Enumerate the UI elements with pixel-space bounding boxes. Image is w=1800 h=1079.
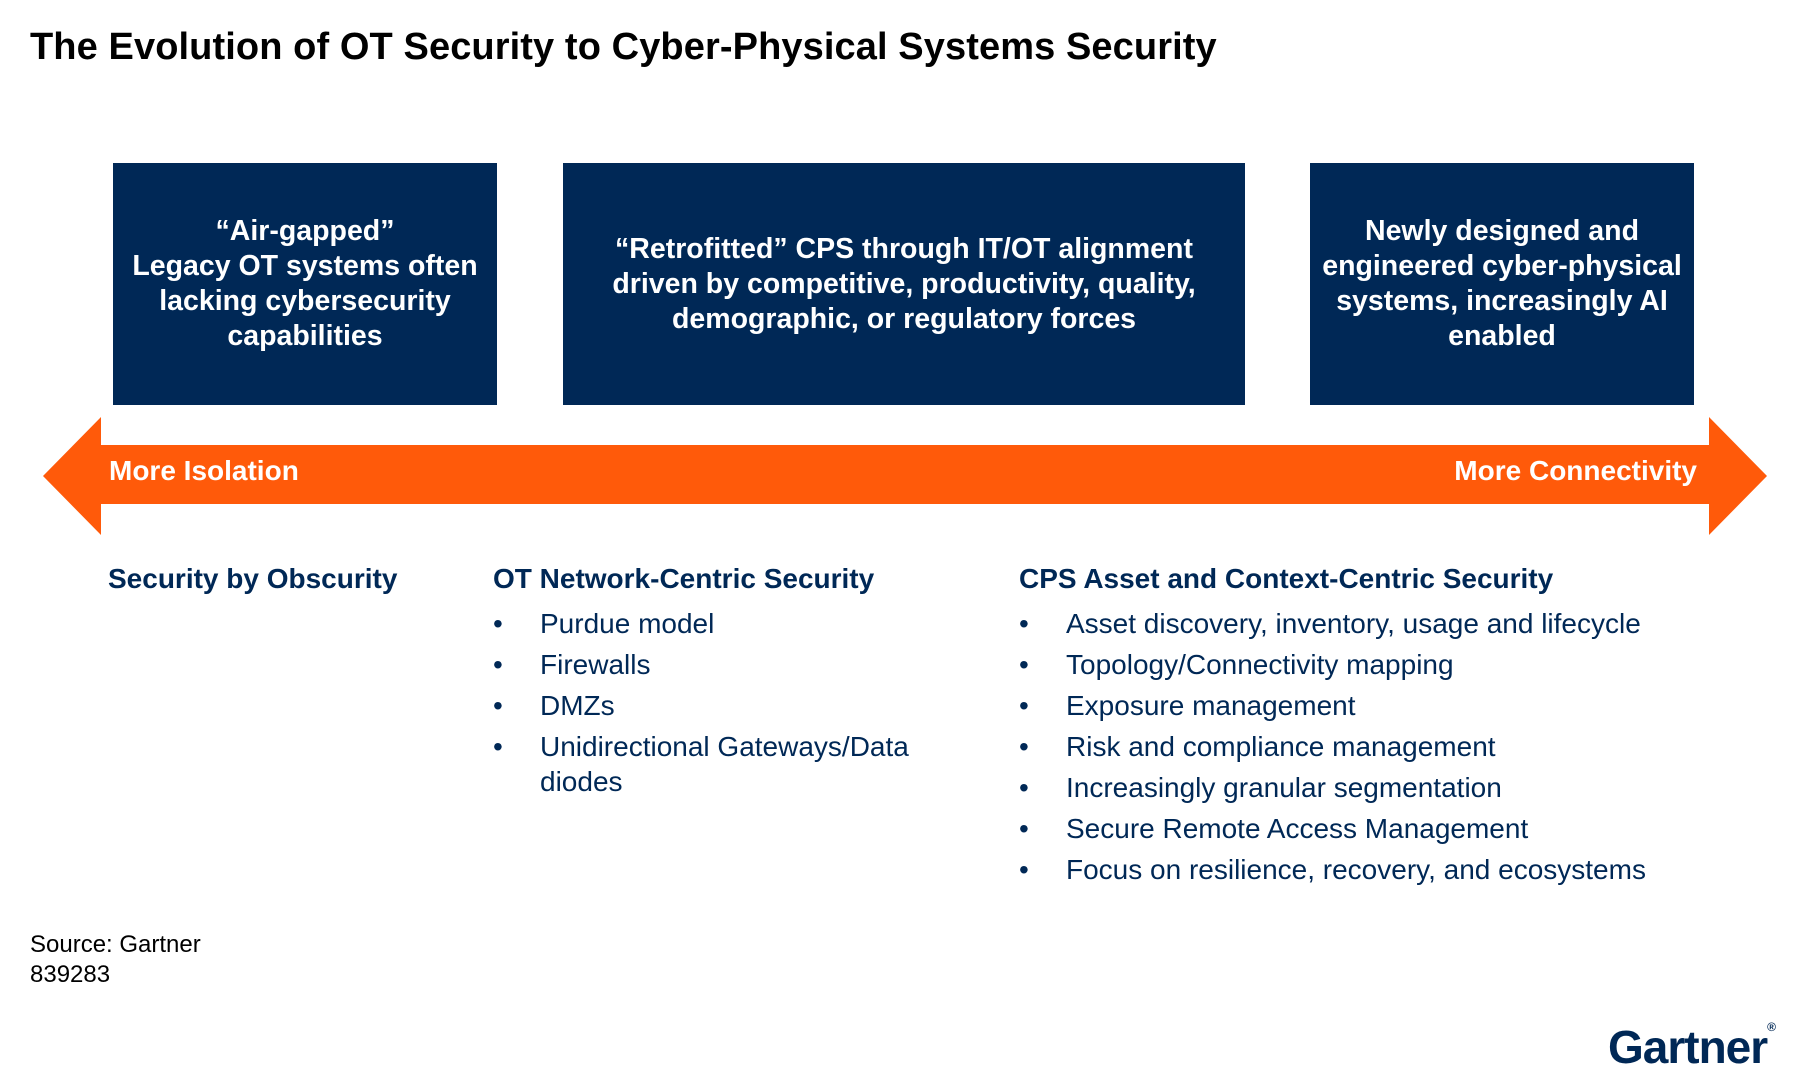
list-item: • Purdue model [493,606,973,641]
bullet-icon: • [493,649,503,680]
bullet-icon: • [1019,690,1029,721]
bullet-icon: • [493,690,503,721]
asset-context-centric-list: • Asset discovery, inventory, usage and l… [1019,606,1759,893]
bullet-icon: • [493,731,503,762]
list-item: • Focus on resilience, recovery, and ecos… [1019,852,1759,887]
list-item-text: Unidirectional Gateways/Data diodes [540,731,909,797]
bullet-icon: • [1019,813,1029,844]
list-item-text: Exposure management [1066,690,1356,721]
list-item: • Secure Remote Access Management [1019,811,1759,846]
list-item-text: Asset discovery, inventory, usage and li… [1066,608,1641,639]
logo-text: Gartner [1608,1021,1768,1073]
list-item-text: DMZs [540,690,615,721]
list-item: • Risk and compliance management [1019,729,1759,764]
bullet-icon: • [1019,649,1029,680]
bullet-icon: • [1019,772,1029,803]
list-item: • Asset discovery, inventory, usage and l… [1019,606,1759,641]
more-isolation-label: More Isolation [109,455,299,486]
bullet-icon: • [1019,608,1029,639]
bullet-icon: • [1019,854,1029,885]
list-item: • Unidirectional Gateways/Data diodes [493,729,973,799]
bullet-icon: • [1019,731,1029,762]
document-id: 839283 [30,961,111,988]
list-item: • Exposure management [1019,688,1759,723]
list-item: • DMZs [493,688,973,723]
list-item: • Increasingly granular segmentation [1019,770,1759,805]
stage-box-retrofitted: “Retrofitted” CPS through IT/OT alignmen… [563,163,1245,405]
more-connectivity-label: More Connectivity [1454,455,1697,486]
list-item-text: Increasingly granular segmentation [1066,772,1502,803]
gartner-logo: Gartner® [1608,1020,1776,1074]
list-item: • Topology/Connectivity mapping [1019,647,1759,682]
column-heading-asset-context-centric: CPS Asset and Context-Centric Security [1019,563,1554,594]
network-centric-list: • Purdue model • Firewalls • DMZs • Unidirec… [493,606,973,805]
column-heading-obscurity: Security by Obscurity [108,563,398,594]
list-item-text: Focus on resilience, recovery, and ecosy… [1066,854,1646,885]
list-item-text: Purdue model [540,608,715,639]
list-item-text: Topology/Connectivity mapping [1066,649,1454,680]
list-item-text: Secure Remote Access Management [1066,813,1529,844]
stage-box-air-gapped: “Air-gapped” Legacy OT systems often lac… [113,163,497,405]
bullet-icon: • [493,608,503,639]
source-label: Source: Gartner [30,931,201,958]
list-item-text: Risk and compliance management [1066,731,1496,762]
registered-mark-icon: ® [1767,1020,1777,1034]
source-note: Source: Gartner 839283 [30,930,201,990]
stage-box-newly-designed: Newly designed and engineered cyber-phys… [1310,163,1694,405]
isolation-connectivity-arrow [43,417,1767,535]
arrow-shape [43,417,1767,535]
list-item: • Firewalls [493,647,973,682]
page-title: The Evolution of OT Security to Cyber-Ph… [30,26,1217,68]
list-item-text: Firewalls [540,649,651,680]
column-heading-network-centric: OT Network-Centric Security [493,563,875,594]
